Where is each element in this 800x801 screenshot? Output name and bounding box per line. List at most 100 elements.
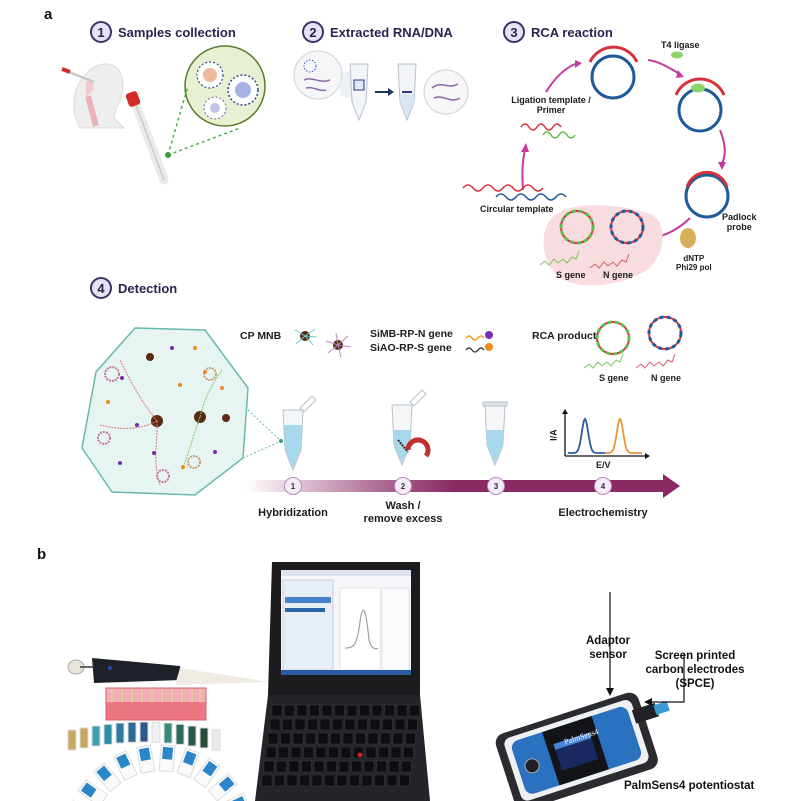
hybridization-zoom-octagon (81, 327, 283, 496)
timeline-step-4: 4 (594, 477, 612, 495)
t4-ligase-icon (671, 51, 683, 59)
simb-label: SiMB-RP-N gene (370, 328, 453, 340)
vial (187, 725, 197, 747)
rca-product-label: RCA product (532, 330, 597, 342)
detection-s-gene-label: S gene (599, 373, 629, 383)
step-3-number: 3 (503, 21, 525, 43)
step-2-header: 2 Extracted RNA/DNA (302, 21, 453, 43)
detection-timeline (245, 474, 680, 498)
panel-label-b: b (37, 546, 47, 563)
vial (139, 721, 149, 743)
vial (199, 727, 209, 749)
keyboard-keys (261, 704, 420, 787)
siao-label: SiAO-RP-S gene (370, 342, 452, 354)
vial (115, 722, 125, 744)
detection-n-gene-label: N gene (651, 373, 682, 383)
vial (79, 727, 89, 749)
electrode-strip (77, 779, 109, 801)
step-1-number: 1 (90, 21, 112, 43)
vial (163, 722, 173, 744)
spce-line1: Screen printed (654, 650, 736, 662)
circular-template-label: Circular template (480, 204, 554, 214)
diagram-panel-a-graphics (61, 45, 730, 498)
padlock-line1: Padlock (722, 212, 757, 222)
tube-wash-magnet-icon (391, 389, 431, 467)
step-1-header: 1 Samples collection (90, 21, 236, 43)
rca-s-gene-label: S gene (556, 270, 586, 280)
vial (175, 723, 185, 745)
extraction-illustration (293, 50, 469, 122)
cp-mnb-label: CP MNB (240, 330, 282, 342)
ligation-template-line1: Ligation template / (511, 95, 591, 105)
tube-clean-icon (482, 401, 508, 467)
patient-head-illustration (61, 63, 126, 129)
sample-vials-photo (67, 721, 221, 751)
swab-tube-illustration (125, 91, 169, 185)
spce-line2: carbon electrodes (645, 663, 745, 676)
step-2-title: Extracted RNA/DNA (330, 24, 453, 40)
vial (91, 725, 101, 747)
adaptor-sensor-label: Adaptor sensor (586, 635, 630, 663)
timeline-label-1: Hybridization (258, 507, 328, 519)
spce-label: Screen printed carbon electrodes (SPCE) (640, 650, 750, 691)
rca-n-gene-label: N gene (603, 270, 634, 280)
vial (67, 729, 77, 751)
rca-product-illustration (583, 315, 683, 369)
callout-arrows (606, 592, 685, 706)
tube-hybridization-icon (282, 395, 317, 472)
step-1-title: Samples collection (118, 24, 236, 40)
electrode-strip (136, 744, 156, 774)
electrode-strip (193, 757, 221, 789)
phi29-polymerase-icon (680, 228, 696, 248)
peak-blue-line (568, 417, 605, 454)
step-3-title: RCA reaction (531, 24, 613, 40)
t4-ligase-label: T4 ligase (661, 40, 700, 50)
vial (211, 729, 221, 751)
virus-zoom-circle (165, 45, 266, 158)
phi29-label: Phi29 pol (676, 263, 712, 273)
tip-box-photo (105, 687, 207, 721)
step-2-number: 2 (302, 21, 324, 43)
vial (103, 723, 113, 745)
vial (151, 721, 161, 743)
adaptor-line1: Adaptor (586, 635, 631, 647)
timeline-label-4: Electrochemistry (558, 507, 648, 519)
vial (127, 721, 137, 743)
probe-legend-icons (465, 331, 493, 353)
step-4-number: 4 (90, 277, 112, 299)
step-3-header: 3 RCA reaction (503, 21, 613, 43)
spce-line3: (SPCE) (675, 677, 715, 690)
electrode-strip (92, 762, 122, 793)
electrode-strip (112, 750, 138, 782)
electrode-strip (218, 792, 250, 801)
electrode-strip (207, 772, 238, 801)
laptop-photo (255, 562, 430, 801)
dntp-label: dNTP (683, 254, 705, 263)
ligation-template-line2: Primer (536, 105, 566, 116)
electrode-strip (158, 744, 176, 773)
panel-label-a: a (44, 6, 53, 23)
electrode-strip (176, 747, 200, 779)
timeline-step-3: 3 (487, 477, 505, 495)
trackpoint-icon (357, 752, 363, 758)
timeline-step-1: 1 (284, 477, 302, 495)
lab-setup-photo: PalmSens4 (67, 562, 685, 801)
pipette-photo (67, 658, 270, 685)
padlock-line2: probe (726, 222, 752, 233)
voltammogram-mini-plot (562, 409, 650, 459)
rca-cycle-illustration (462, 45, 730, 286)
plot-ylabel: I/A (548, 429, 559, 441)
cp-mnb-beads-icon (294, 328, 352, 358)
ligation-template-label: Ligation template / Primer (506, 95, 596, 116)
step-4-header: 4 Detection (90, 277, 177, 299)
timeline-label-2: Wash /remove excess (363, 500, 443, 526)
padlock-probe-label: Padlock probe (722, 212, 757, 233)
dntp-phi29-label: dNTP Phi29 pol (676, 254, 712, 272)
electrode-strips-photo (67, 744, 250, 801)
step-4-title: Detection (118, 280, 178, 296)
adaptor-line2: sensor (589, 648, 627, 661)
peak-orange-line (605, 417, 642, 454)
timeline-step-2: 2 (394, 477, 412, 495)
device-caption: PalmSens4 potentiostat (624, 780, 755, 792)
plot-xlabel: E/V (596, 460, 611, 470)
